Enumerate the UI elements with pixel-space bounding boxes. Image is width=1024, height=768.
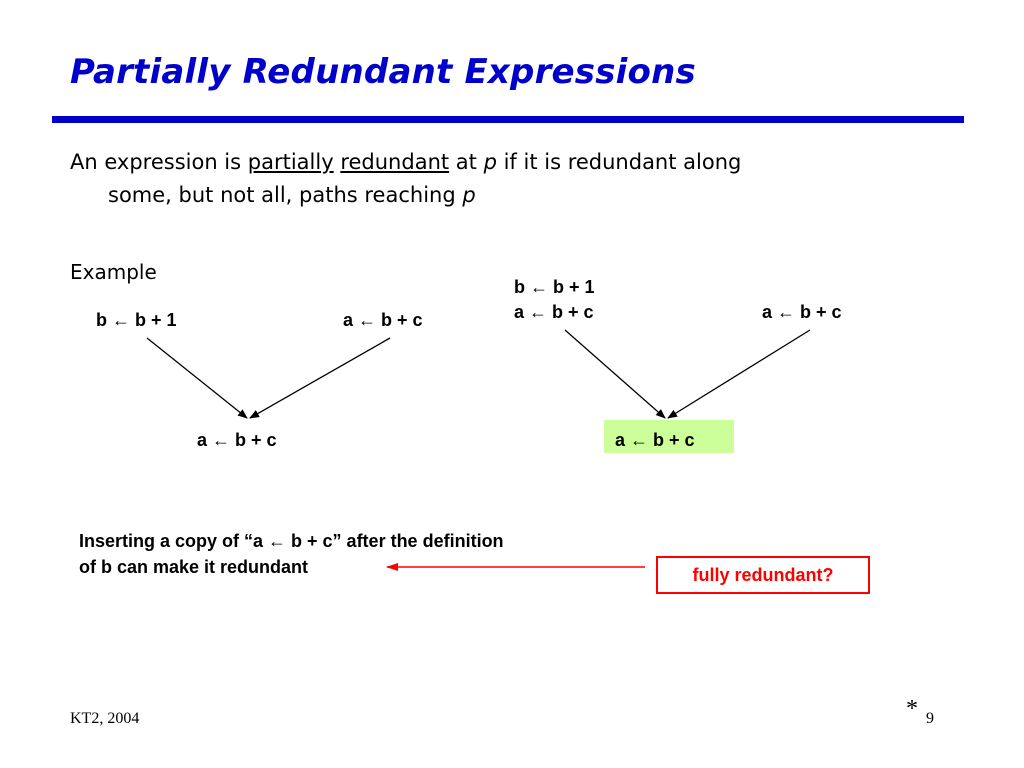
definition-text: An expression is partially redundant at … <box>70 146 950 212</box>
right-graph-bottom: a ← b + c <box>615 430 695 450</box>
right-arrow-from-a <box>667 329 811 419</box>
definition-p2: p <box>462 183 476 207</box>
left-graph-top-left: b ← b + 1 <box>96 310 177 330</box>
right-arrow-from-b <box>564 329 666 419</box>
definition-line2: some, but not all, paths reaching p <box>70 179 950 212</box>
title-underline-rule <box>52 116 964 123</box>
right-graph-top-left-line1: b ← b + 1 <box>514 277 595 297</box>
left-graph-top-right: a ← b + c <box>343 310 423 330</box>
fully-redundant-callout: fully redundant? <box>656 556 870 594</box>
right-graph-top-left-line2: a ← b + c <box>514 302 594 322</box>
footer-course-label: KT2, 2004 <box>70 710 140 727</box>
insertion-note: Inserting a copy of “a ← b + c” after th… <box>79 528 639 580</box>
definition-partially: partially <box>247 150 334 174</box>
definition-line2-text: some, but not all, paths reaching <box>108 183 463 207</box>
footer-star: * <box>906 696 918 722</box>
definition-p1: p <box>483 150 497 174</box>
insertion-note-line1: Inserting a copy of “a ← b + c” after th… <box>79 531 504 551</box>
definition-part2: at <box>449 150 484 174</box>
right-graph-top-right: a ← b + c <box>762 302 842 322</box>
definition-part1: An expression is <box>70 150 248 174</box>
definition-part3: if it is redundant along <box>496 150 742 174</box>
slide-title: Partially Redundant Expressions <box>70 52 696 92</box>
example-label: Example <box>70 260 157 284</box>
page-number: 9 <box>926 710 934 727</box>
left-graph-bottom: a ← b + c <box>197 430 277 450</box>
left-arrow-from-b <box>146 337 248 419</box>
highlighted-expression-box <box>604 420 734 453</box>
definition-redundant: redundant <box>340 150 450 174</box>
left-arrow-from-a <box>249 337 391 419</box>
insertion-note-line2: of b can make it redundant <box>79 557 309 577</box>
